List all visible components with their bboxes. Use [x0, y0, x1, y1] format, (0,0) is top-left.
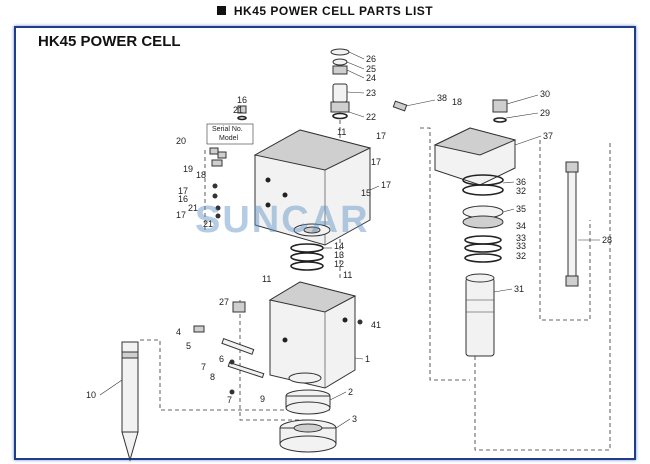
callout-7a: 7 [201, 362, 206, 372]
callout-2: 2 [348, 387, 353, 397]
callout-20: 20 [176, 136, 186, 146]
leader-lines [99, 51, 600, 429]
callout-32a: 32 [516, 186, 526, 196]
callout-6: 6 [219, 354, 224, 364]
header-title: HK45 POWER CELL PARTS LIST [233, 4, 434, 18]
header-square-icon [216, 6, 226, 15]
piston-seals [462, 174, 504, 263]
callout-36: 36 [516, 177, 526, 187]
callout-17e: 17 [176, 210, 186, 220]
serial-number-label: Serial No. [212, 126, 243, 133]
callout-26: 26 [366, 54, 376, 64]
callout-32b: 32 [516, 251, 526, 261]
callout-11c: 11 [343, 270, 352, 280]
panel-title: HK45 POWER CELL [38, 33, 181, 50]
callout-30: 30 [540, 89, 550, 99]
through-bolt [565, 161, 579, 287]
callout-16b: 16 [178, 194, 188, 204]
callout-38: 38 [437, 93, 447, 103]
cylinder-head-block [253, 129, 372, 246]
callout-33a: 33 [516, 233, 526, 243]
callout-41: 41 [371, 320, 381, 330]
callout-18b: 18 [196, 170, 206, 180]
callout-3: 3 [352, 414, 357, 424]
page-header: HK45 POWER CELL PARTS LIST [0, 4, 650, 24]
callout-12: 12 [334, 259, 344, 269]
piston [465, 273, 495, 357]
seal-rings-12-14 [290, 243, 324, 271]
callout-1: 1 [365, 354, 370, 364]
callout-11b: 11 [262, 274, 271, 284]
callout-4: 4 [176, 327, 181, 337]
model-label: Model [219, 135, 239, 142]
callout-7b: 7 [227, 395, 232, 405]
callout-23: 23 [366, 88, 376, 98]
callout-numbers: 26 25 24 23 22 16 21 11 17 38 18 30 29 3… [86, 54, 612, 424]
callout-37: 37 [543, 131, 553, 141]
callout-15: 15 [361, 188, 371, 198]
pins-and-bolts [193, 301, 363, 395]
callout-35: 35 [516, 204, 526, 214]
callout-13: 13 [334, 250, 344, 260]
callout-8: 8 [210, 372, 215, 382]
callout-10: 10 [86, 390, 96, 400]
callout-17a: 17 [376, 131, 386, 141]
callout-16a: 16 [237, 95, 247, 105]
callout-31: 31 [514, 284, 524, 294]
callout-21b: 21 [188, 203, 198, 213]
callout-33b: 33 [516, 241, 526, 251]
callout-11a: 11 [337, 127, 346, 137]
callout-28: 28 [602, 235, 612, 245]
callout-19: 19 [183, 164, 193, 174]
callout-17c: 17 [381, 180, 391, 190]
callout-24: 24 [366, 73, 376, 83]
callout-22: 22 [366, 112, 376, 122]
small-fittings [209, 100, 408, 219]
callout-17b: 17 [371, 157, 381, 167]
callout-21c: 21 [203, 219, 213, 229]
callout-29: 29 [540, 108, 550, 118]
callout-18a: 18 [452, 97, 462, 107]
callout-17d: 17 [178, 186, 188, 196]
callout-14: 14 [334, 241, 344, 251]
callout-5: 5 [186, 341, 191, 351]
callout-9: 9 [260, 394, 265, 404]
callout-25: 25 [366, 64, 376, 74]
chisel-tool [121, 341, 139, 462]
callout-34: 34 [516, 221, 526, 231]
valve-stack [330, 48, 350, 120]
watermark-text: SUNCAR [195, 199, 370, 241]
assembly-guides [140, 120, 611, 451]
bushings [279, 389, 337, 453]
main-body [268, 281, 357, 389]
back-head [433, 99, 517, 186]
callout-27: 27 [219, 297, 229, 307]
callout-21a: 21 [233, 105, 243, 115]
